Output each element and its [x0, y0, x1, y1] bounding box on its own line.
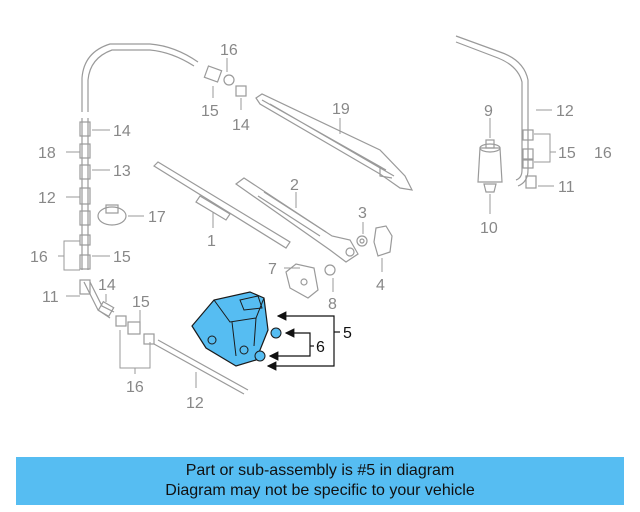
callout-11: 11: [42, 289, 59, 306]
banner-line-1: Part or sub-assembly is #5 in diagram: [185, 462, 455, 479]
callout-12: 12: [38, 190, 56, 207]
callout-5-6-bracket: [266, 311, 340, 371]
washer-pump[interactable]: [477, 139, 503, 193]
callout-10: 10: [480, 220, 498, 237]
grommet-8[interactable]: [324, 264, 336, 276]
callout-9: 9: [484, 103, 493, 120]
nut-6-upper[interactable]: [270, 327, 282, 339]
callout-11: 11: [558, 179, 575, 196]
leader-lines: [58, 58, 556, 388]
callout-8: 8: [328, 296, 337, 313]
callout-13: 13: [113, 163, 131, 180]
callout-19: 19: [332, 101, 350, 118]
banner-line-2: Diagram may not be specific to your vehi…: [165, 482, 475, 499]
callout-5: 5: [343, 325, 352, 342]
callout-14: 14: [232, 117, 250, 134]
hose-lower[interactable]: [97, 300, 249, 395]
wiper-motor-5[interactable]: [191, 291, 269, 367]
wiper-arm-1[interactable]: [153, 161, 291, 249]
parts-diagram: 16 15 14 19 14 18 13 12 17 16 15 11 14 1…: [30, 35, 612, 412]
callout-15: 15: [113, 249, 131, 266]
washer-hose-right[interactable]: [455, 35, 537, 189]
callout-18: 18: [38, 145, 56, 162]
callout-17: 17: [148, 209, 166, 226]
wiper-blade-19[interactable]: [255, 93, 414, 191]
callout-3: 3: [358, 205, 367, 222]
callout-2: 2: [290, 177, 299, 194]
callout-16: 16: [594, 145, 612, 162]
callout-6: 6: [316, 339, 325, 356]
hose-connectors-left[interactable]: [79, 121, 91, 295]
cap-4[interactable]: [373, 225, 393, 257]
callout-12: 12: [556, 103, 574, 120]
fitting-15-16[interactable]: [203, 65, 247, 97]
callout-12: 12: [186, 395, 204, 412]
callout-14: 14: [113, 123, 131, 140]
callout-15: 15: [132, 294, 150, 311]
info-banner: Part or sub-assembly is #5 in diagram Di…: [16, 457, 624, 505]
callout-16: 16: [30, 249, 48, 266]
highlighted-callouts: 5 6: [316, 325, 352, 356]
callout-16: 16: [220, 42, 238, 59]
callout-7: 7: [268, 261, 277, 278]
callout-14: 14: [98, 277, 116, 294]
nut-6-lower[interactable]: [254, 350, 266, 362]
nut-3[interactable]: [356, 235, 368, 247]
callout-1: 1: [207, 233, 216, 250]
bracket-7[interactable]: [285, 263, 319, 299]
callout-16: 16: [126, 379, 144, 396]
callout-labels: 16 15 14 19 14 18 13 12 17 16 15 11 14 1…: [30, 42, 612, 412]
cap-17[interactable]: [97, 204, 127, 226]
callout-15: 15: [558, 145, 576, 162]
callout-15: 15: [201, 103, 219, 120]
wiper-arm-2[interactable]: [234, 177, 359, 263]
callout-4: 4: [376, 277, 385, 294]
